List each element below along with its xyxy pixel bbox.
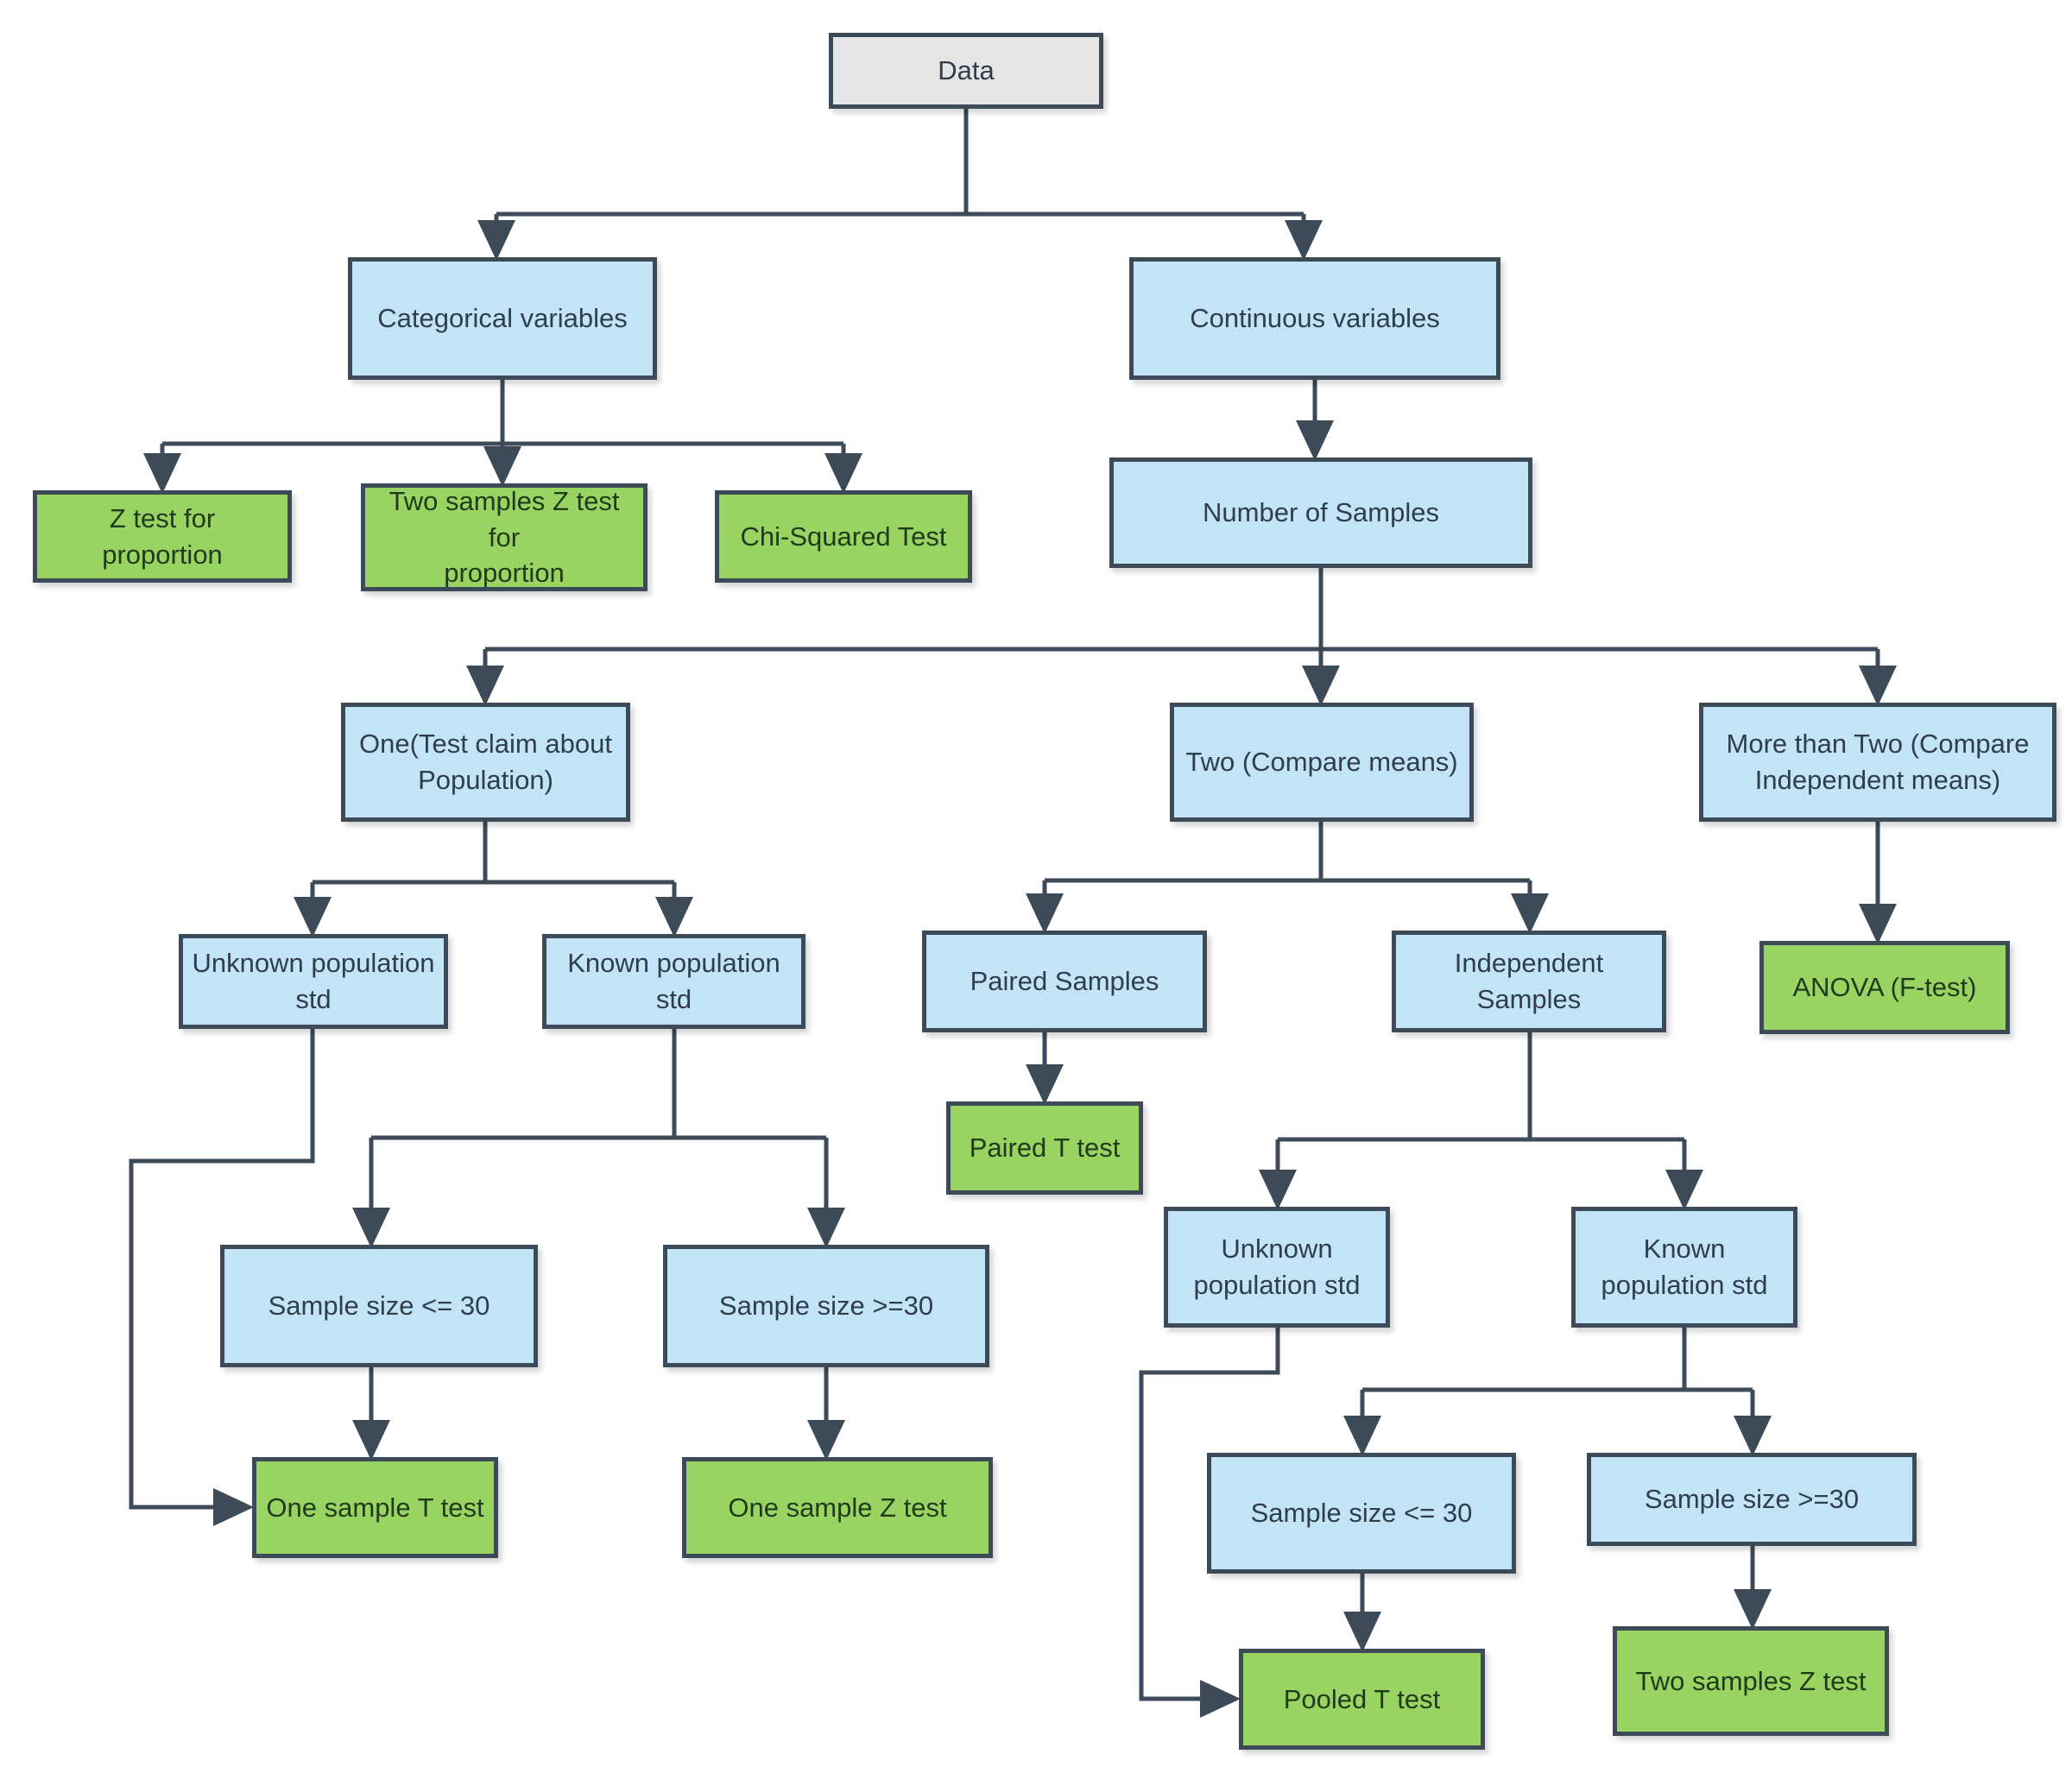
node-data[interactable]: Data: [829, 33, 1103, 109]
node-sample-size-le-30-one-sample[interactable]: Sample size <= 30: [220, 1245, 538, 1367]
node-paired-samples[interactable]: Paired Samples: [922, 931, 1207, 1032]
node-pooled-t-test[interactable]: Pooled T test: [1239, 1649, 1485, 1750]
node-chi-squared-test[interactable]: Chi-Squared Test: [715, 490, 972, 583]
node-continuous-variables[interactable]: Continuous variables: [1129, 257, 1500, 380]
node-two-samples-z-test[interactable]: Two samples Z test: [1613, 1626, 1889, 1736]
node-more-than-two-compare-independent-means[interactable]: More than Two (Compare Independent means…: [1699, 703, 2056, 822]
node-sample-size-le-30-two-sample[interactable]: Sample size <= 30: [1207, 1453, 1516, 1574]
node-unknown-population-std-one-sample[interactable]: Unknown population std: [179, 934, 448, 1029]
node-unknown-population-std-two-sample[interactable]: Unknown population std: [1164, 1207, 1390, 1328]
node-number-of-samples[interactable]: Number of Samples: [1109, 457, 1532, 568]
node-known-population-std-one-sample[interactable]: Known population std: [542, 934, 805, 1029]
node-sample-size-ge-30-one-sample[interactable]: Sample size >=30: [663, 1245, 989, 1367]
node-one-test-claim-about-population[interactable]: One(Test claim about Population): [341, 703, 630, 822]
node-two-compare-means[interactable]: Two (Compare means): [1170, 703, 1474, 822]
node-known-population-std-two-sample[interactable]: Known population std: [1571, 1207, 1797, 1328]
node-one-sample-t-test[interactable]: One sample T test: [252, 1457, 498, 1558]
node-two-samples-z-test-for-proportion[interactable]: Two samples Z test for proportion: [361, 483, 648, 591]
node-z-test-for-proportion[interactable]: Z test for proportion: [33, 490, 292, 583]
node-sample-size-ge-30-two-sample[interactable]: Sample size >=30: [1587, 1453, 1917, 1546]
node-one-sample-z-test[interactable]: One sample Z test: [682, 1457, 993, 1558]
node-paired-t-test[interactable]: Paired T test: [946, 1101, 1143, 1195]
node-independent-samples[interactable]: Independent Samples: [1392, 931, 1666, 1032]
node-anova-f-test[interactable]: ANOVA (F-test): [1759, 941, 2010, 1034]
node-categorical-variables[interactable]: Categorical variables: [348, 257, 657, 380]
